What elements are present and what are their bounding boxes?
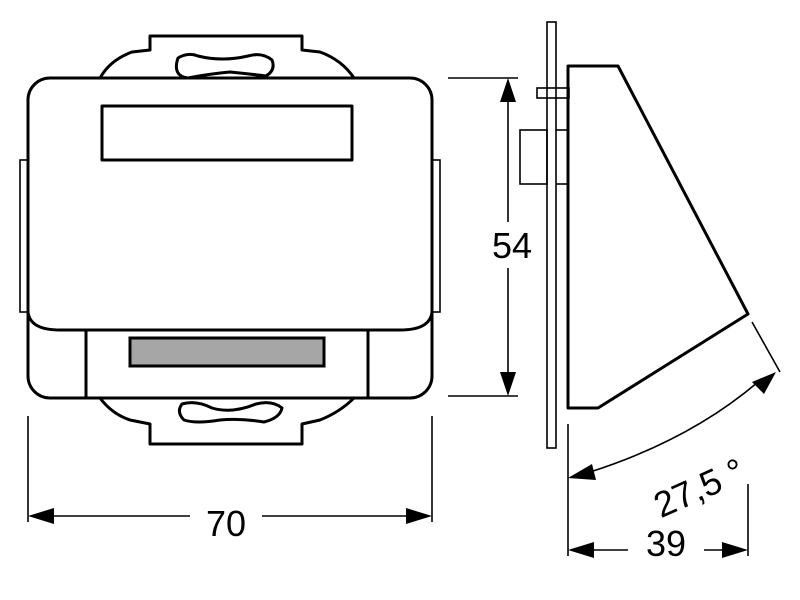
angle-arrow-left	[568, 464, 596, 480]
angle-arc	[589, 381, 759, 473]
side-view	[519, 21, 750, 449]
angle-dimension-label: 27,5 °	[647, 450, 750, 526]
left-side-clip	[19, 159, 29, 313]
width-arrow-right	[406, 508, 432, 524]
height-arrow-top	[500, 78, 516, 102]
depth-arrow-right	[722, 542, 748, 558]
bottom-screw-slot	[177, 401, 284, 424]
height-arrow-bottom	[500, 372, 516, 396]
right-side-clip	[431, 159, 441, 313]
side-rear-insert	[519, 129, 548, 185]
width-dimension-label: 70	[206, 503, 246, 544]
label-window	[128, 336, 326, 368]
height-dimension: 54	[448, 77, 532, 397]
cover-lower-edge	[26, 310, 434, 332]
top-mounting-tab	[98, 34, 356, 80]
width-dimension: 70	[27, 416, 433, 544]
front-view	[19, 34, 441, 446]
height-dimension-label: 54	[492, 225, 532, 266]
depth-arrow-left	[568, 542, 594, 558]
angle-arrow-right	[752, 372, 776, 394]
bottom-mounting-tab	[98, 396, 356, 446]
depth-dimension-label: 39	[646, 523, 686, 564]
side-mounting-plate	[546, 21, 557, 449]
top-screw-slot	[174, 52, 275, 80]
side-top-lug	[536, 87, 570, 99]
depth-dimension: 39	[567, 424, 749, 564]
label-field	[100, 104, 354, 162]
side-housing-profile	[566, 64, 750, 410]
width-arrow-left	[28, 508, 54, 524]
connector-opening	[84, 328, 370, 400]
